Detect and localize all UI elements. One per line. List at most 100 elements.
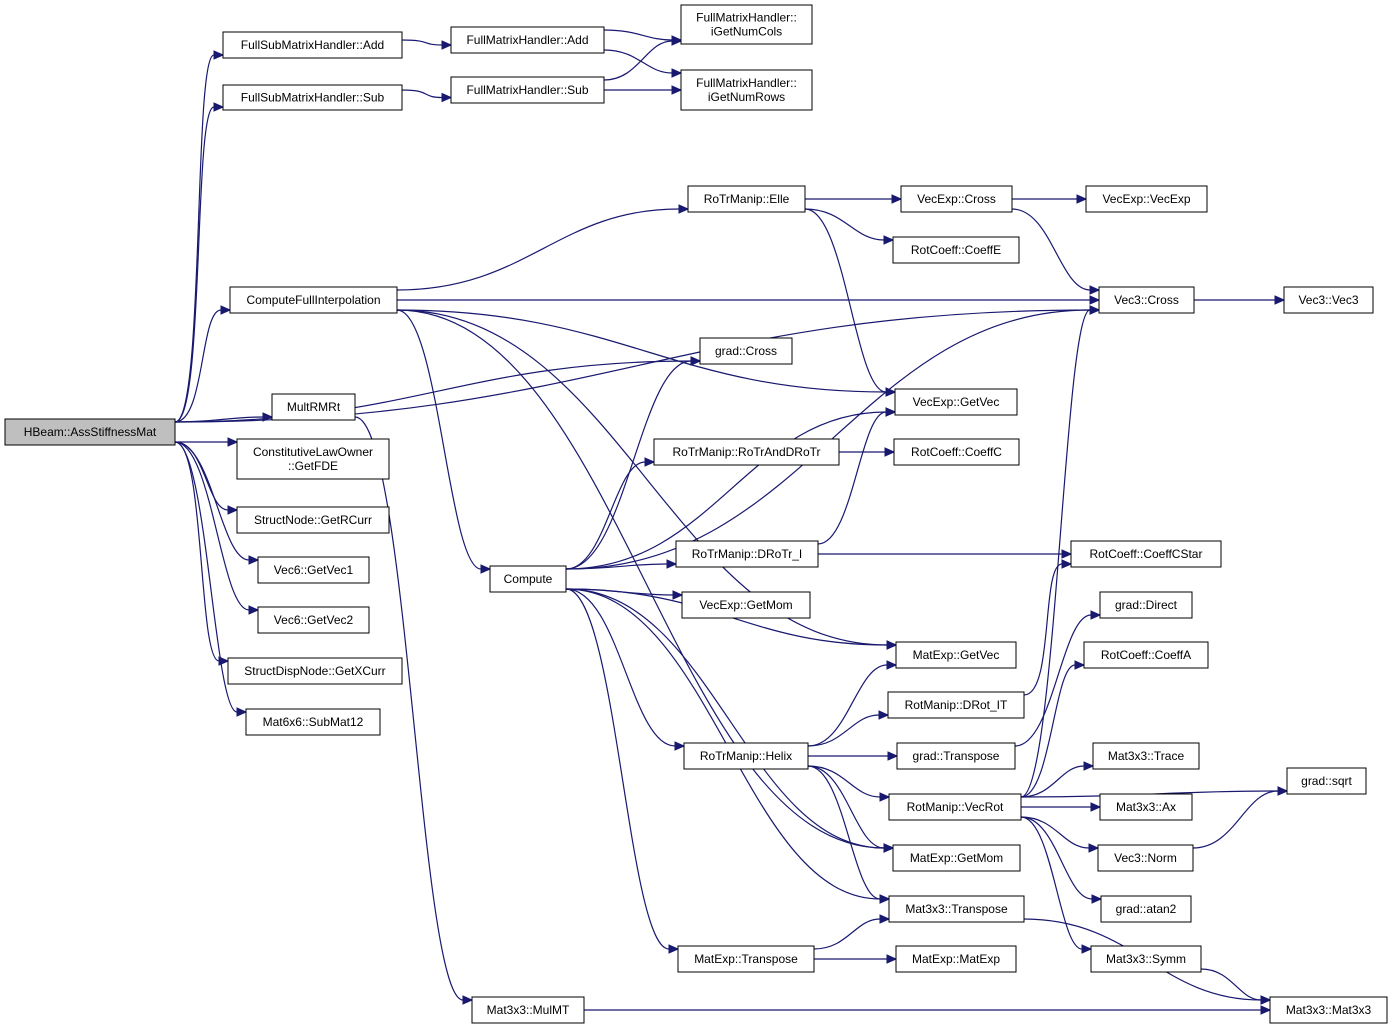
edge-compute-to-rotr-helix (565, 588, 676, 747)
node-label: RoTrManip::DRoTr_I (692, 547, 802, 561)
node-rotr-rotranddrotr[interactable]: RoTrManip::RoTrAndDRoTr (653, 438, 840, 466)
node-rotcoeff-coeffc[interactable]: RotCoeff::CoeffC (893, 438, 1020, 466)
node-mat3x3-trace[interactable]: Mat3x3::Trace (1092, 742, 1200, 770)
node-label: MatExp::GetVec (913, 648, 1000, 662)
node-box (4, 418, 176, 446)
edge-rotr-elle-to-vecexp-getvec (804, 208, 887, 393)
node-label: RotManip::VecRot (907, 800, 1004, 814)
node-fmh-add[interactable]: FullMatrixHandler::Add (450, 26, 605, 54)
node-matexp-transpose[interactable]: MatExp::Transpose (677, 945, 815, 973)
node-vec6-getvec1[interactable]: Vec6::GetVec1 (257, 556, 370, 584)
edge-compute-to-grad-cross (565, 360, 692, 570)
node-label: grad::Direct (1115, 598, 1178, 612)
node-grad-cross[interactable]: grad::Cross (699, 337, 793, 365)
node-label: grad::sqrt (1301, 774, 1352, 788)
arrowhead (879, 914, 891, 924)
edge-mat3x3-symm-to-mat3x3-mat3x3 (1200, 968, 1262, 1001)
node-root[interactable]: HBeam::AssStiffnessMat (4, 418, 176, 446)
node-vecexp-cross[interactable]: VecExp::Cross (900, 185, 1013, 213)
node-fmh-rows[interactable]: FullMatrixHandler::iGetNumRows (680, 69, 813, 111)
node-box (892, 844, 1021, 872)
node-vec3-vec3[interactable]: Vec3::Vec3 (1283, 286, 1374, 314)
node-matexp-getvec[interactable]: MatExp::GetVec (895, 641, 1017, 669)
node-box (257, 606, 370, 634)
node-fmh-cols[interactable]: FullMatrixHandler::iGetNumCols (680, 4, 813, 45)
node-rotcoeff-coeffa[interactable]: RotCoeff::CoeffA (1083, 641, 1209, 669)
node-matexp-getmom[interactable]: MatExp::GetMom (892, 844, 1021, 872)
node-box (900, 185, 1013, 213)
arrowhead (886, 660, 898, 670)
arrowhead (891, 194, 903, 204)
arrowhead (213, 50, 225, 60)
edge-fmh-add-to-fmh-rows (603, 49, 673, 74)
node-box (236, 438, 390, 480)
node-multrmrt[interactable]: MultRMRt (271, 393, 356, 421)
node-rotcoeff-coeffcstar[interactable]: RotCoeff::CoeffCStar (1070, 540, 1222, 568)
node-box (1090, 945, 1202, 973)
arrowhead (886, 954, 898, 964)
node-rotr-elle[interactable]: RoTrManip::Elle (687, 185, 806, 213)
node-cfi[interactable]: ComputeFullInterpolation (229, 286, 398, 314)
node-label: Mat3x3::Mat3x3 (1286, 1003, 1372, 1017)
arrowhead (690, 356, 702, 366)
node-grad-sqrt[interactable]: grad::sqrt (1286, 767, 1367, 795)
node-box (888, 793, 1022, 821)
node-vec3-cross[interactable]: Vec3::Cross (1098, 286, 1195, 314)
node-compute[interactable]: Compute (489, 565, 567, 593)
node-label: iGetNumCols (711, 25, 782, 39)
arrowhead (227, 437, 239, 447)
arrowhead (1091, 894, 1103, 904)
node-matexp-matexp[interactable]: MatExp::MatExp (895, 945, 1017, 973)
node-mat3x3-transpose[interactable]: Mat3x3::Transpose (888, 895, 1025, 923)
node-box (236, 506, 390, 534)
node-mat3x3-symm[interactable]: Mat3x3::Symm (1090, 945, 1202, 973)
node-box (222, 31, 403, 59)
node-box (1099, 793, 1193, 821)
node-grad-atan2[interactable]: grad::atan2 (1100, 895, 1192, 923)
node-box (896, 742, 1016, 770)
edge-rotmanip-vecrot-to-mat3x3-trace (1020, 765, 1085, 798)
node-box (1269, 996, 1388, 1024)
node-rotmanip-drot-it[interactable]: RotManip::DRot_IT (887, 691, 1025, 719)
node-mat3x3-ax[interactable]: Mat3x3::Ax (1099, 793, 1193, 821)
node-fsmh-sub[interactable]: FullSubMatrixHandler::Sub (222, 84, 403, 111)
node-box (1100, 895, 1192, 923)
node-fsmh-add[interactable]: FullSubMatrixHandler::Add (222, 31, 403, 59)
node-vecexp-vecexp[interactable]: VecExp::VecExp (1085, 185, 1208, 213)
node-clo-getfde[interactable]: ConstitutiveLawOwner::GetFDE (236, 438, 390, 480)
edge-fsmh-sub-to-fmh-sub (401, 89, 443, 99)
node-box (683, 742, 809, 770)
node-sn-getrcurr[interactable]: StructNode::GetRCurr (236, 506, 390, 534)
edge-rotr-helix-to-rotmanip-drot-it (807, 714, 880, 747)
edge-compute-to-rotr-rotranddrotr (565, 461, 646, 570)
edge-rotr-helix-to-rotmanip-vecrot (807, 765, 881, 798)
arrowhead (441, 40, 453, 50)
node-rotcoeff-coeffe[interactable]: RotCoeff::CoeffE (892, 236, 1020, 264)
node-mat3x3-mat3x3[interactable]: Mat3x3::Mat3x3 (1269, 996, 1388, 1024)
node-vec3-norm[interactable]: Vec3::Norm (1097, 844, 1194, 872)
node-label: StructDispNode::GetXCurr (244, 664, 385, 678)
edge-root-to-fsmh-add (174, 54, 215, 423)
node-rotr-helix[interactable]: RoTrManip::Helix (683, 742, 809, 770)
node-mat6x6-submat12[interactable]: Mat6x6::SubMat12 (245, 708, 381, 736)
node-rotmanip-vecrot[interactable]: RotManip::VecRot (888, 793, 1022, 821)
node-rotr-drotr-i[interactable]: RoTrManip::DRoTr_I (675, 540, 819, 568)
node-sdn-getxcurr[interactable]: StructDispNode::GetXCurr (227, 657, 403, 685)
node-box (1092, 742, 1200, 770)
node-vecexp-getvec[interactable]: VecExp::GetVec (894, 388, 1018, 416)
node-mat3x3-mulmt[interactable]: Mat3x3::MulMT (471, 996, 585, 1024)
arrowhead (248, 605, 260, 615)
node-label: Compute (504, 572, 553, 586)
edge-cfi-to-matexp-getvec (396, 309, 888, 646)
node-fmh-sub[interactable]: FullMatrixHandler::Sub (450, 76, 605, 104)
node-vec6-getvec2[interactable]: Vec6::GetVec2 (257, 606, 370, 634)
arrowhead (674, 741, 686, 751)
node-label: iGetNumRows (708, 90, 785, 104)
node-vecexp-getmom[interactable]: VecExp::GetMom (681, 591, 811, 619)
node-grad-direct[interactable]: grad::Direct (1099, 591, 1193, 619)
edge-root-to-sdn-getxcurr (174, 441, 220, 662)
node-grad-transpose[interactable]: grad::Transpose (896, 742, 1016, 770)
edge-matexp-transpose-to-mat3x3-transpose (813, 918, 881, 950)
edge-rotmanip-vecrot-to-vec3-norm (1020, 816, 1090, 849)
node-box (245, 708, 381, 736)
